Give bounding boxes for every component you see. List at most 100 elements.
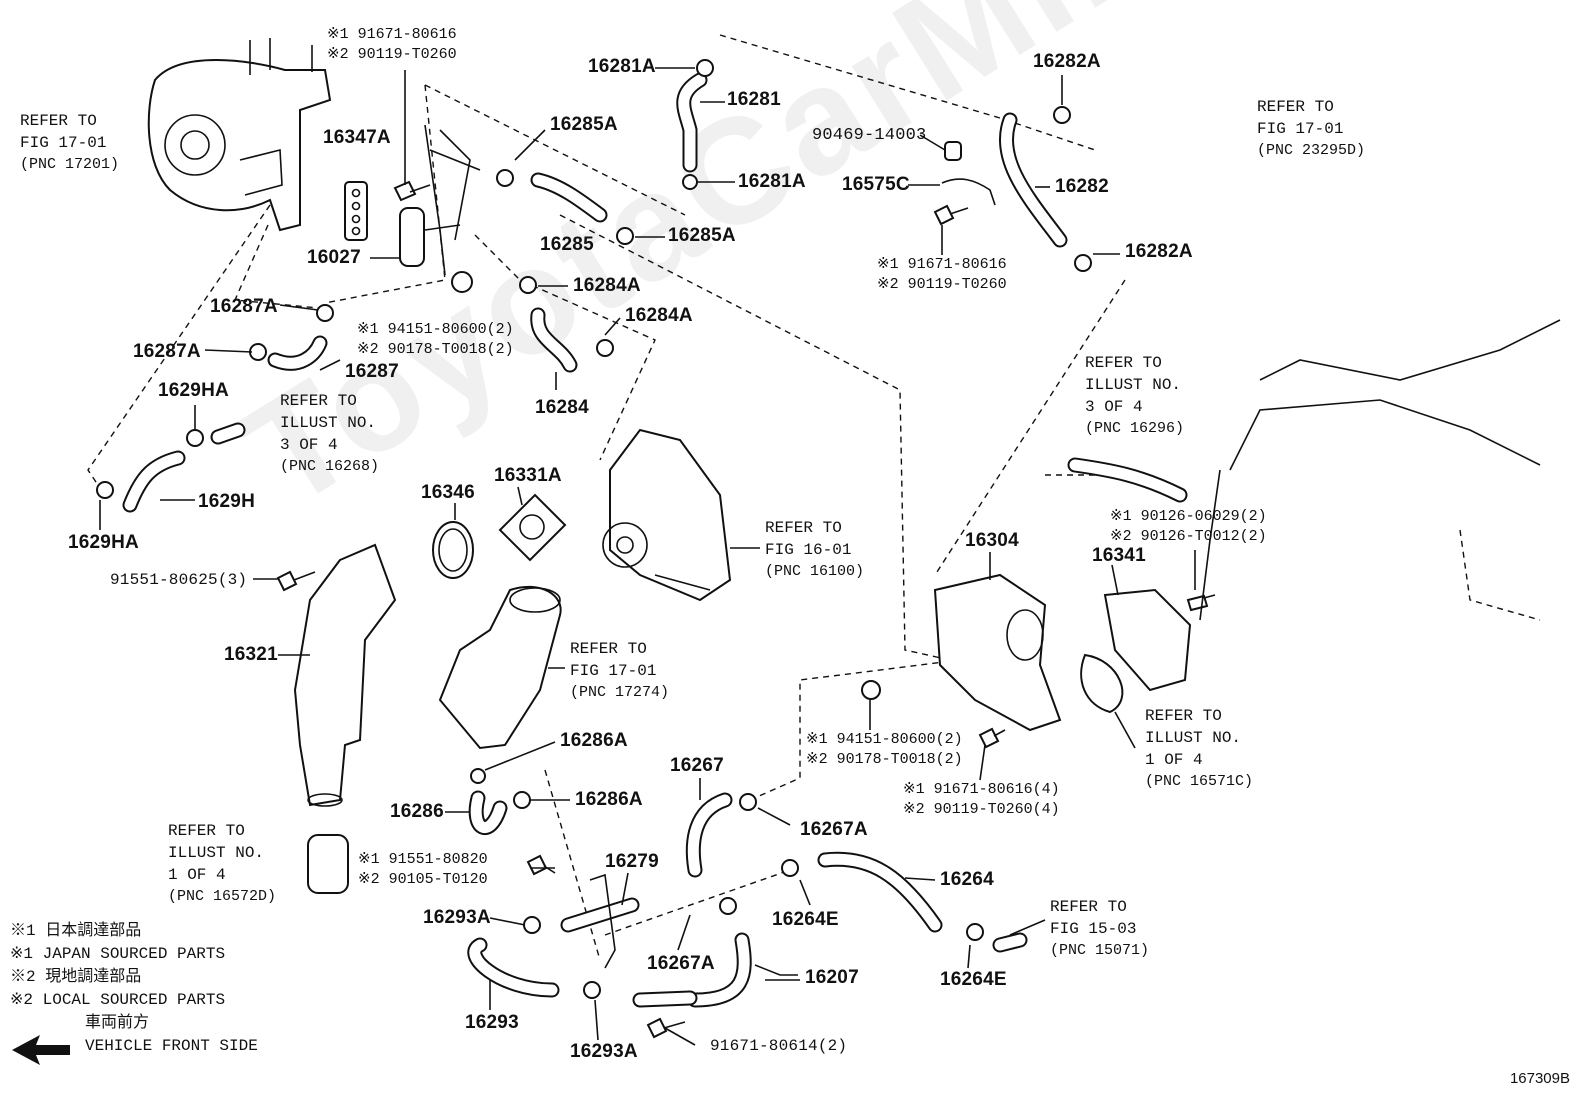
note-nut-right: ※1 94151-80600(2) ※2 90178-T0018(2)	[806, 730, 963, 770]
gasket-16341-shape	[1103, 588, 1192, 692]
label-16267: 16267	[670, 755, 724, 776]
label-16281: 16281	[727, 89, 781, 110]
pipe-16027-shape	[399, 124, 481, 276]
ref-line: ILLUST NO.	[168, 844, 265, 862]
ref-line: FIG 17-01	[20, 134, 107, 152]
ref-line: (PNC 16572D)	[168, 888, 277, 905]
note-line: ※2 90178-T0018(2)	[806, 751, 963, 768]
note-line: ※2 90119-T0260	[327, 46, 457, 63]
ref-line: 1 OF 4	[168, 866, 226, 884]
gasket-holes	[351, 188, 361, 236]
label-16027: 16027	[307, 247, 361, 268]
legend: ※1 日本調達部品 ※1 JAPAN SOURCED PARTS ※2 現地調達…	[10, 920, 258, 1058]
note-line: ※1 91671-80616	[327, 26, 457, 43]
label-16264E: 16264E	[772, 909, 839, 930]
ref-illust-1-pnc-16571C: REFER TO ILLUST NO. 1 OF 4 (PNC 16571C)	[1145, 705, 1253, 793]
label-16331A: 16331A	[494, 465, 562, 486]
label-16264: 16264	[940, 869, 994, 890]
ref-line: 3 OF 4	[280, 436, 338, 454]
water-pump-16100	[602, 428, 732, 602]
ref-line: FIG 15-03	[1050, 920, 1137, 938]
label-16267A: 16267A	[800, 819, 868, 840]
label-16281A: 16281A	[588, 56, 656, 77]
note-line: ※1 94151-80600(2)	[357, 321, 514, 338]
pump-housing-drawing	[147, 38, 332, 232]
ref-line: REFER TO	[1050, 898, 1127, 916]
ref-fig-17-01-pnc-23295D: REFER TO FIG 17-01 (PNC 23295D)	[1257, 96, 1365, 162]
label-16321: 16321	[224, 644, 278, 665]
note-line: ※1 91671-80616(4)	[903, 781, 1060, 798]
note-line: ※2 90119-T0260(4)	[903, 801, 1060, 818]
ref-fig-15-03-pnc-15071: REFER TO FIG 15-03 (PNC 15071)	[1050, 896, 1149, 962]
label-1629H: 1629H	[198, 491, 255, 512]
note-nut-left: ※1 94151-80600(2) ※2 90178-T0018(2)	[357, 320, 514, 360]
label-16293A: 16293A	[423, 907, 491, 928]
label-16285A: 16285A	[550, 114, 618, 135]
note-bolt-16279: ※1 91551-80820 ※2 90105-T0120	[358, 850, 488, 890]
label-16575C: 16575C	[842, 174, 910, 195]
ref-line: 1 OF 4	[1145, 751, 1203, 769]
label-16279: 16279	[605, 851, 659, 872]
note-stud-16341: ※1 90126-06029(2) ※2 90126-T0012(2)	[1110, 507, 1267, 547]
thermostat-housing	[438, 585, 562, 750]
label-16282A-lower: 16282A	[1125, 241, 1193, 262]
label-16347A: 16347A	[323, 127, 391, 148]
note-line: ※1 94151-80600(2)	[806, 731, 963, 748]
ref-line: REFER TO	[280, 392, 357, 410]
ref-line: ILLUST NO.	[280, 414, 377, 432]
legend-front-jp: 車両前方	[85, 1014, 150, 1032]
legend-local-en: ※2 LOCAL SOURCED PARTS	[10, 991, 226, 1009]
engine-block-outline	[1080, 319, 1561, 714]
label-16284A: 16284A	[573, 275, 641, 296]
note-bolt-top: ※1 91671-80616 ※2 90119-T0260	[327, 25, 457, 65]
legend-japan-en: ※1 JAPAN SOURCED PARTS	[10, 945, 226, 963]
ref-line: FIG 16-01	[765, 541, 852, 559]
ref-line: FIG 17-01	[570, 662, 657, 680]
label-16264E-second: 16264E	[940, 969, 1007, 990]
label-16293A-second: 16293A	[570, 1041, 638, 1062]
note-bolt-16304: ※1 91671-80616(4) ※2 90119-T0260(4)	[903, 780, 1060, 820]
water-outlet-16304	[933, 573, 1062, 732]
metal-pipes	[589, 873, 798, 976]
ref-line: REFER TO	[570, 640, 647, 658]
ref-illust-3-pnc-16268: REFER TO ILLUST NO. 3 OF 4 (PNC 16268)	[280, 390, 379, 478]
ring-and-thermostat	[432, 493, 567, 579]
note-line: ※2 90126-T0012(2)	[1110, 528, 1267, 545]
label-1629HA-second: 1629HA	[68, 532, 139, 553]
label-91551-80625: 91551-80625(3)	[110, 571, 248, 589]
label-16267A-second: 16267A	[647, 953, 715, 974]
label-90469-14003: 90469-14003	[812, 126, 927, 145]
label-1629HA: 1629HA	[158, 380, 229, 401]
label-16287: 16287	[345, 361, 399, 382]
note-bolt-16575C: ※1 91671-80616 ※2 90119-T0260	[877, 255, 1007, 295]
note-line: ※1 90126-06029(2)	[1110, 508, 1267, 525]
ref-line: ILLUST NO.	[1145, 729, 1242, 747]
label-16284A-second: 16284A	[625, 305, 693, 326]
ref-line: REFER TO	[1085, 354, 1162, 372]
gasket-16347A-shape	[344, 181, 368, 241]
label-16286: 16286	[390, 801, 444, 822]
ref-line: 3 OF 4	[1085, 398, 1143, 416]
ref-line: ILLUST NO.	[1085, 376, 1182, 394]
ref-line: (PNC 16571C)	[1145, 773, 1254, 790]
label-16304: 16304	[965, 530, 1019, 551]
clip-and-bracket	[941, 141, 996, 206]
ref-fig-16-01-pnc-16100: REFER TO FIG 16-01 (PNC 16100)	[765, 517, 864, 583]
label-16286A-second: 16286A	[575, 789, 643, 810]
note-line: ※1 91551-80820	[358, 851, 488, 868]
label-16282A: 16282A	[1033, 51, 1101, 72]
vehicle-front-arrow-icon	[12, 1035, 70, 1065]
label-16346: 16346	[421, 482, 475, 503]
label-16285: 16285	[540, 234, 594, 255]
label-16285A-lower: 16285A	[668, 225, 736, 246]
ref-line: (PNC 16100)	[765, 563, 865, 580]
ref-line: (PNC 17274)	[570, 684, 670, 701]
label-16281A-lower: 16281A	[738, 171, 806, 192]
label-16286A: 16286A	[560, 730, 628, 751]
ref-line: REFER TO	[765, 519, 842, 537]
ref-line: (PNC 15071)	[1050, 942, 1150, 959]
diagram-code: 167309B	[1509, 1070, 1570, 1087]
label-16341: 16341	[1092, 545, 1146, 566]
